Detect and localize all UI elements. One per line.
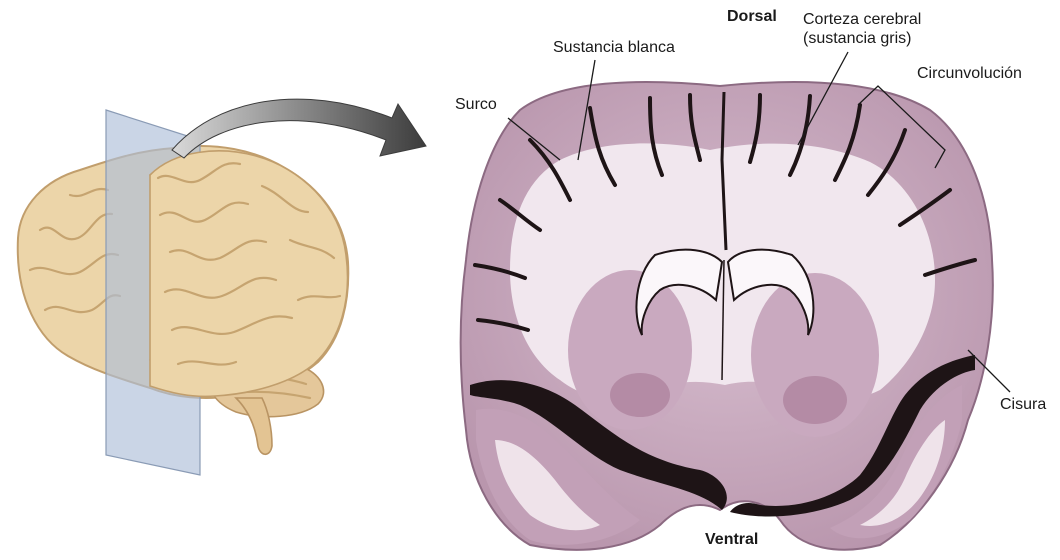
cerebrum-front-overlay: [150, 151, 348, 396]
label-sustancia-blanca: Sustancia blanca: [553, 38, 675, 57]
brain-coronal-section: [461, 82, 993, 550]
label-dorsal: Dorsal: [727, 7, 777, 26]
label-circunvolucion: Circunvolución: [917, 64, 1022, 83]
whole-brain-illustration: [18, 110, 349, 475]
label-cisura: Cisura: [1000, 395, 1046, 414]
label-ventral: Ventral: [705, 530, 758, 549]
label-surco: Surco: [455, 95, 497, 114]
label-corteza-cerebral: Corteza cerebral (sustancia gris): [803, 10, 921, 48]
